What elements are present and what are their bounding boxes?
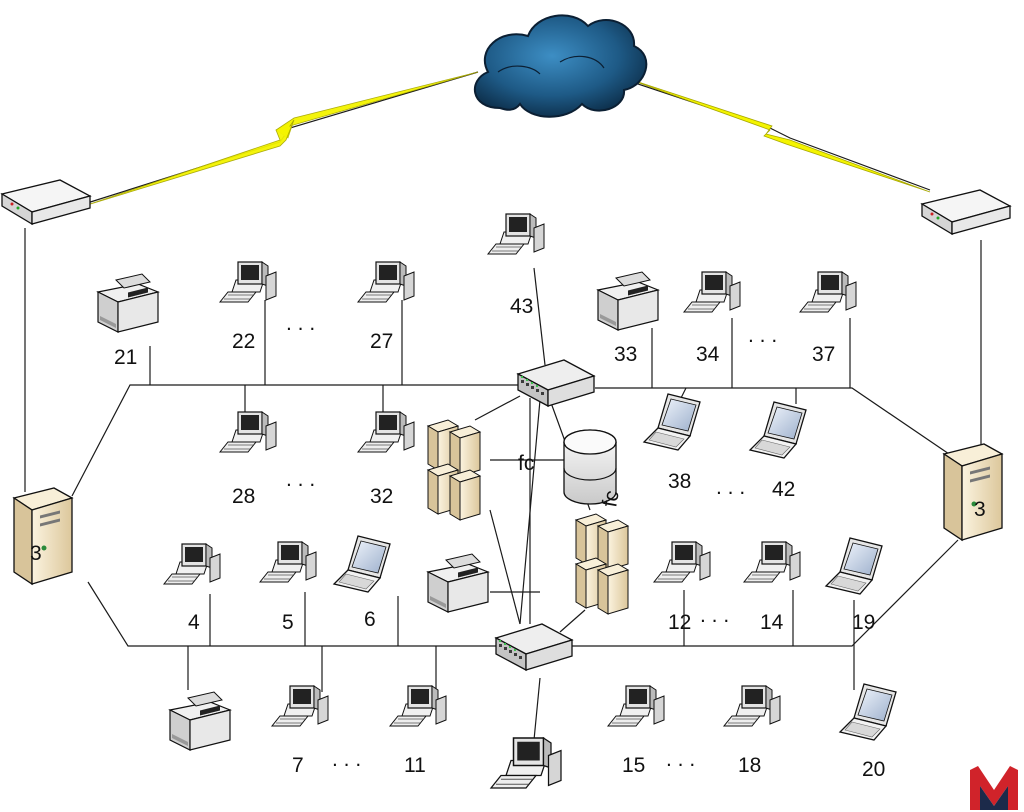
label-43: 43 <box>510 295 533 318</box>
label-32: 32 <box>370 485 393 508</box>
label-19: 19 <box>852 611 875 634</box>
database-icon <box>563 429 617 505</box>
desktop-34-icon <box>683 271 741 313</box>
label-18: 18 <box>738 754 761 777</box>
ellipsis-7-11: . . . <box>332 748 361 771</box>
node-labels: 3 3 4 5 6 7 11 12 14 15 18 19 20 21 22 2… <box>30 295 986 781</box>
label-38: 38 <box>668 470 691 493</box>
printer-33-icon <box>597 271 659 331</box>
laptop-42-icon <box>749 401 807 459</box>
m-logo-icon <box>970 766 1018 810</box>
ellipsis-28-32: . . . <box>286 468 315 491</box>
lightning-left-icon <box>83 71 479 207</box>
laptop-20-icon <box>839 683 897 741</box>
label-12: 12 <box>668 611 691 634</box>
upper-bus-right <box>595 387 953 457</box>
desktop-22-icon <box>219 261 277 303</box>
label-4: 4 <box>188 611 200 634</box>
label-7: 7 <box>292 754 304 777</box>
ellipsis-15-18: . . . <box>666 748 695 771</box>
desktop-15-icon <box>607 685 665 727</box>
label-server-left: 3 <box>30 542 42 565</box>
label-37: 37 <box>812 343 835 366</box>
server-cluster-upper-icon <box>427 419 481 521</box>
ellipsis-34-37: . . . <box>748 324 777 347</box>
desktop-11-icon <box>389 685 447 727</box>
ellipsis-22-27: . . . <box>286 312 315 335</box>
label-fc-upper: fc <box>518 452 534 475</box>
lower-bus-left <box>87 581 500 647</box>
desktop-4-icon <box>163 543 221 585</box>
label-5: 5 <box>282 611 294 634</box>
printer-bottom-icon <box>169 691 231 751</box>
connection-lines <box>24 71 982 741</box>
laptop-6-icon <box>333 535 391 593</box>
server-right-icon <box>943 443 1003 541</box>
modem-left-icon <box>1 179 91 225</box>
desktop-18-icon <box>723 685 781 727</box>
label-fc-lower: fc <box>598 489 623 509</box>
desktop-12-icon <box>653 541 711 583</box>
desktop-37-icon <box>799 271 857 313</box>
modem-right-icon <box>921 189 1011 235</box>
label-11: 11 <box>404 754 426 777</box>
desktop-43-icon <box>487 213 545 255</box>
desktop-bottom-center-icon <box>490 737 562 789</box>
label-6: 6 <box>364 608 376 631</box>
lightning-right-icon <box>619 75 931 193</box>
label-33: 33 <box>614 343 637 366</box>
label-server-right: 3 <box>974 498 986 521</box>
server-left-icon <box>13 487 73 585</box>
label-15: 15 <box>622 754 645 777</box>
printer-21-icon <box>97 273 159 333</box>
label-34: 34 <box>696 343 720 366</box>
label-20: 20 <box>862 758 885 781</box>
server-cluster-lower-icon <box>575 513 629 615</box>
desktop-27-icon <box>357 261 415 303</box>
label-22: 22 <box>232 330 255 353</box>
desktop-7-icon <box>271 685 329 727</box>
cloud-icon <box>473 14 648 118</box>
label-27: 27 <box>370 330 393 353</box>
label-21: 21 <box>114 346 137 369</box>
desktop-5-icon <box>259 541 317 583</box>
lower-bus-right <box>570 539 959 647</box>
label-42: 42 <box>772 478 795 501</box>
ellipsis-38-42: . . . <box>716 476 745 499</box>
upper-bus-left <box>71 384 520 497</box>
desktop-28-icon <box>219 411 277 453</box>
wan-link-right <box>619 77 931 191</box>
desktop-14-icon <box>743 541 801 583</box>
desktop-32-icon <box>357 411 415 453</box>
printer-center-icon <box>427 553 489 613</box>
label-28: 28 <box>232 485 255 508</box>
laptop-19-icon <box>825 537 883 595</box>
laptop-38-icon <box>643 393 701 451</box>
ellipsis-12-14: . . . <box>700 604 729 627</box>
label-14: 14 <box>760 611 784 634</box>
